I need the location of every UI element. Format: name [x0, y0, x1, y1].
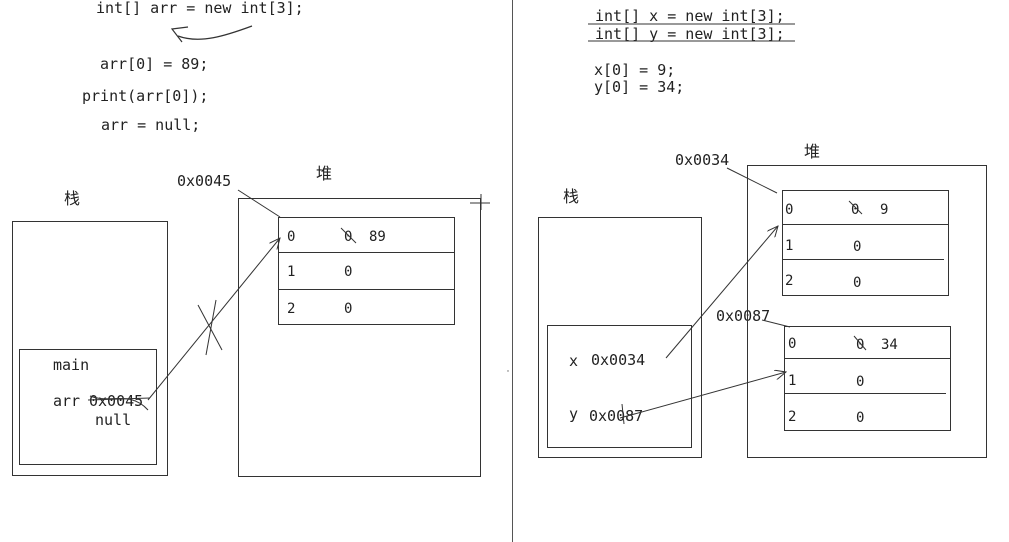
array-value: 0	[853, 275, 862, 291]
array-index: 1	[788, 373, 797, 389]
address-leader-line	[726, 167, 778, 194]
var-new-value: null	[95, 411, 132, 429]
array-index: 2	[785, 273, 794, 289]
array-index: 1	[785, 238, 794, 254]
reference-arrow	[147, 238, 280, 401]
code-y-declaration: int[] y = new int[3];	[595, 25, 785, 43]
frame-name: main	[53, 356, 90, 374]
array-old-value: 0	[856, 337, 865, 353]
array-new-value: 89	[369, 229, 386, 245]
array-index: 0	[785, 202, 794, 218]
array-value: 0	[344, 264, 353, 280]
array-value: 0	[856, 374, 865, 390]
table-row-divider	[782, 259, 944, 260]
array-index: 1	[287, 264, 296, 280]
heap-box	[238, 198, 481, 477]
stack-label: 栈	[563, 187, 580, 206]
code-array-assign: arr[0] = 89;	[100, 55, 209, 73]
var-y-name: y	[569, 405, 579, 423]
var-x-name: x	[569, 352, 579, 370]
var-y-value: 0x0087	[589, 407, 644, 425]
assignment-curve-arrow	[177, 25, 253, 40]
stray-dot	[507, 370, 509, 372]
address-leader-line	[761, 319, 791, 328]
array-index: 2	[287, 301, 296, 317]
address-leader-line	[237, 189, 281, 218]
var-x-value: 0x0034	[591, 351, 646, 369]
table-row-divider	[784, 393, 946, 394]
heap-label: 堆	[804, 142, 821, 161]
strike-old-reference	[89, 395, 149, 411]
array-index: 0	[788, 336, 797, 352]
code-null-assign: arr = null;	[101, 116, 201, 134]
reference-arrow-x	[665, 226, 778, 359]
strike-old-value	[848, 200, 863, 215]
code-x-assign: x[0] = 9;	[594, 61, 676, 79]
code-array-declaration: int[] arr = new int[3];	[96, 0, 304, 17]
table-row-divider	[782, 224, 949, 225]
var-name: arr	[53, 392, 81, 410]
reference-arrow-y	[619, 372, 786, 419]
stack-box	[538, 217, 702, 458]
array-old-value: 0	[344, 229, 353, 245]
heap-label: 堆	[316, 164, 333, 183]
main-frame-box	[19, 349, 157, 465]
strike-old-value	[340, 227, 357, 244]
var-old-reference: 0x0045	[89, 392, 144, 410]
table-row-divider	[278, 252, 455, 253]
center-divider	[512, 0, 513, 542]
heap-x-address: 0x0034	[675, 151, 730, 169]
heap-array-address: 0x0045	[177, 172, 232, 190]
array-new-value: 9	[880, 202, 889, 218]
table-row-divider	[278, 289, 455, 290]
table-row-divider	[784, 358, 951, 359]
broken-reference-mark	[205, 299, 217, 356]
code-print-statement: print(arr[0]);	[82, 87, 209, 105]
array-index: 0	[287, 229, 296, 245]
code-x-declaration: int[] x = new int[3];	[595, 7, 785, 25]
array-new-value: 34	[881, 337, 898, 353]
strike-old-value	[853, 335, 867, 351]
code-y-assign: y[0] = 34;	[594, 78, 685, 96]
scribble-mark	[621, 403, 625, 425]
heap-y-address: 0x0087	[716, 307, 771, 325]
broken-reference-mark	[197, 304, 223, 351]
array-value: 0	[853, 239, 862, 255]
array-index: 2	[788, 409, 797, 425]
array-x-table	[782, 190, 949, 296]
heap-box	[747, 165, 987, 458]
stack-box	[12, 221, 168, 476]
array-table	[278, 217, 455, 325]
assignment-arrowhead	[170, 26, 189, 43]
array-old-value: 0	[851, 202, 860, 218]
frame-box	[547, 325, 692, 448]
array-value: 0	[856, 410, 865, 426]
array-value: 0	[344, 301, 353, 317]
stack-label: 栈	[64, 189, 81, 208]
